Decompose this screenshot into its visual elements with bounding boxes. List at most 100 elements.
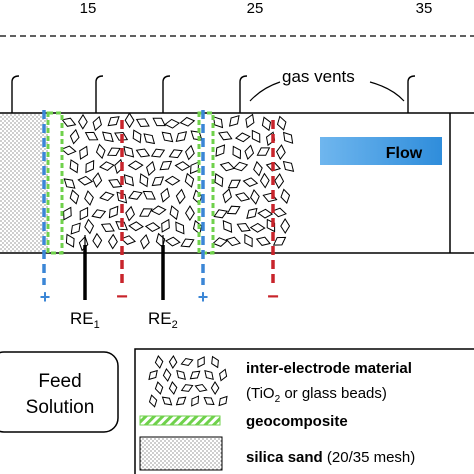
material-chip [176, 370, 186, 380]
material-chip [132, 129, 142, 144]
material-chip [85, 159, 95, 174]
material-chip [150, 205, 167, 216]
feed-solution-line2: Solution [26, 397, 95, 418]
legend-interelectrode-sub: (TiO2 or glass beads) [246, 385, 387, 405]
material-chip [179, 116, 196, 127]
gas-vent [11, 75, 20, 113]
gas-vent [162, 75, 171, 113]
material-chip [98, 161, 115, 171]
material-chip [276, 115, 287, 131]
material-chip [180, 357, 194, 367]
feed-solution-line1: Feed [38, 371, 81, 392]
gas-vents-label: gas vents [282, 67, 355, 86]
material-chip [108, 205, 119, 219]
material-chip [148, 369, 158, 381]
silica-sand-section [0, 113, 48, 253]
material-chip [219, 161, 236, 172]
material-chip [108, 178, 123, 188]
material-chip [222, 220, 233, 233]
re1-label: RE1 [70, 309, 100, 331]
material-chip [225, 236, 242, 247]
material-chip [146, 160, 156, 177]
material-chip [234, 132, 251, 143]
material-chip [227, 179, 241, 189]
cathode-2-sign: − [267, 286, 279, 308]
material-chip [255, 236, 271, 246]
material-chip [135, 148, 151, 158]
gas-vent [239, 75, 248, 113]
material-chip [99, 191, 115, 202]
material-chip [212, 237, 228, 247]
material-chip [159, 160, 173, 171]
gas-vents-leader-right [369, 81, 405, 102]
material-chip [185, 144, 195, 161]
material-chip [143, 133, 156, 145]
material-chip [69, 159, 79, 174]
anode-2-sign: + [198, 287, 209, 307]
material-chip [164, 175, 181, 186]
material-chip [70, 222, 81, 235]
material-chip [151, 176, 165, 187]
feed-solution-box [0, 351, 119, 433]
scale-tick-35: 35 [416, 0, 433, 17]
legend-geocomposite-swatch [139, 415, 221, 426]
material-chip [142, 190, 156, 200]
material-chip [259, 172, 270, 189]
material-chip [139, 173, 149, 188]
material-chip [218, 131, 233, 141]
material-chip [69, 128, 80, 145]
material-chip [125, 205, 135, 222]
material-chip [63, 206, 72, 221]
material-chip [69, 189, 80, 205]
material-chip [194, 383, 208, 393]
material-chip [152, 117, 166, 127]
material-chip [161, 396, 173, 406]
material-chip [168, 381, 178, 395]
material-chip [250, 189, 260, 205]
legend-silica-swatch [139, 436, 223, 471]
material-chip [91, 209, 107, 219]
material-chip [107, 116, 120, 127]
material-chip [164, 236, 181, 247]
material-chip [222, 188, 232, 204]
material-chip [108, 233, 118, 250]
material-chip [100, 223, 115, 233]
material-chip [128, 190, 143, 200]
material-chip [203, 396, 215, 406]
inter-electrode-material [60, 112, 295, 252]
anode-1-sign: + [40, 287, 51, 307]
material-chip [77, 175, 94, 186]
material-chip [232, 145, 242, 160]
material-chip [154, 355, 164, 369]
material-chip [214, 173, 224, 188]
material-chip [210, 381, 220, 395]
flow-arrow: Flow [320, 137, 442, 165]
gas-vents [11, 75, 416, 113]
material-chip [189, 370, 201, 380]
material-chip [175, 221, 185, 235]
legend-silica-label: silica sand (20/35 mesh) [246, 449, 415, 466]
scale-tick-25: 25 [247, 0, 264, 17]
material-chip [139, 208, 153, 217]
material-chip [169, 205, 179, 221]
material-chip [280, 188, 291, 205]
material-chip [213, 209, 228, 219]
material-chip [154, 381, 164, 395]
material-chip [95, 143, 106, 160]
legend-interelectrode-title: inter-electrode material [246, 360, 412, 377]
material-chip [191, 395, 200, 407]
material-chip [175, 188, 186, 205]
material-chip [234, 192, 251, 202]
material-chip [236, 222, 251, 232]
material-chip [84, 218, 95, 235]
gas-vents-leader-left [249, 81, 281, 102]
material-chip [161, 218, 170, 233]
material-chip [92, 172, 103, 188]
electrodes [42, 110, 275, 285]
material-chip [92, 232, 103, 249]
material-chip [84, 190, 94, 206]
material-chip [144, 222, 161, 232]
material-chip [256, 147, 271, 156]
material-chip [211, 355, 219, 369]
